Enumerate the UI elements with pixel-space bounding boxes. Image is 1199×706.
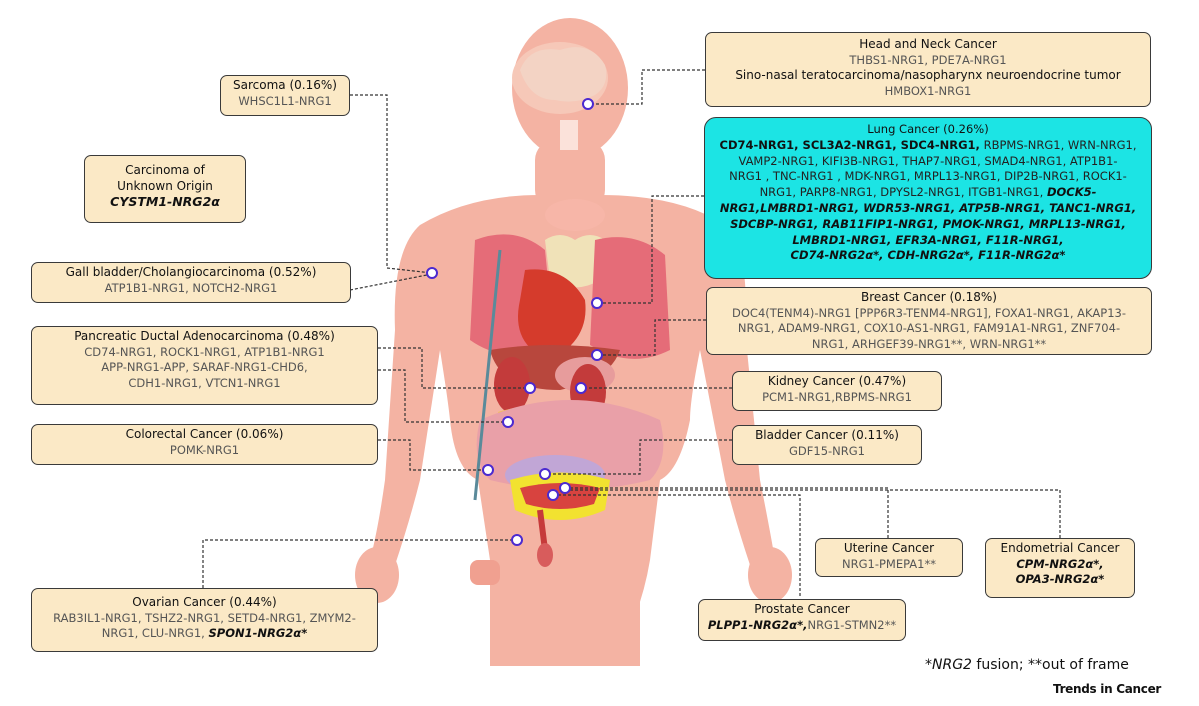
endometrial-fusion-2: OPA3-NRG2α* [1015, 572, 1105, 586]
lung-cancer-box: Lung Cancer (0.26%) CD74-NRG1, SCL3A2-NR… [704, 117, 1152, 279]
lung-line-4-plain: NRG1, PARP8-NRG1, DPYSL2-NRG1, ITGB1-NRG… [759, 185, 1047, 200]
organs [470, 42, 670, 585]
lung-line-4: NRG1, PARP8-NRG1, DPYSL2-NRG1, ITGB1-NRG… [710, 185, 1146, 201]
lung-line-2: VAMP2-NRG1, KIFI3B-NRG1, THAP7-NRG1, SMA… [738, 153, 1118, 168]
breast-fusions-3: NRG1, ARHGEF39-NRG1**, WRN-NRG1** [811, 336, 1047, 351]
head-neck-subtitle: Sino-nasal teratocarcinoma/nasopharynx n… [735, 68, 1121, 82]
gall-bladder-box: Gall bladder/Cholangiocarcinoma (0.52%) … [31, 262, 351, 303]
footnote-suffix: fusion; **out of frame [971, 657, 1129, 673]
ovarian-box: Ovarian Cancer (0.44%) RAB3IL1-NRG1, TSH… [31, 588, 378, 652]
lung-line-5: NRG1,LMBRD1-NRG1, WDR53-NRG1, ATP5B-NRG1… [719, 200, 1137, 215]
uterine-cancer-box: Uterine Cancer NRG1-PMEPA1** [815, 538, 963, 577]
ovarian-fusion-italic: SPON1-NRG2α* [208, 626, 308, 640]
bladder-title: Bladder Cancer (0.11%) [755, 428, 899, 442]
lung-line-8: CD74-NRG2α*, CDH-NRG2α*, F11R-NRG2α* [790, 248, 1066, 263]
lung-line-4-italic: DOCK5- [1046, 185, 1097, 200]
endometrial-fusion-1: CPM-NRG2α*, [1016, 556, 1104, 571]
sarcoma-fusions: WHSC1L1-NRG1 [238, 93, 332, 108]
colorectal-box: Colorectal Cancer (0.06%) POMK-NRG1 [31, 424, 378, 465]
head-neck-title: Head and Neck Cancer [859, 37, 997, 51]
unknown-origin-fusion: CYSTM1-NRG2α [110, 194, 220, 209]
sarcoma-box: Sarcoma (0.16%) WHSC1L1-NRG1 [220, 75, 350, 116]
head-neck-fusions-2: HMBOX1-NRG1 [884, 83, 972, 98]
footnote-prefix: * [925, 657, 932, 673]
lung-line-6: SDCBP-NRG1, RAB11FIP1-NRG1, PMOK-NRG1, M… [730, 216, 1126, 231]
pancreatic-box: Pancreatic Ductal Adenocarcinoma (0.48%)… [31, 326, 378, 405]
lung-title: Lung Cancer (0.26%) [867, 122, 989, 136]
prostate-title: Prostate Cancer [754, 602, 850, 616]
colorectal-fusions: POMK-NRG1 [169, 442, 240, 457]
colorectal-title: Colorectal Cancer (0.06%) [125, 427, 284, 441]
location-markers [426, 98, 603, 546]
head-neck-box: Head and Neck Cancer THBS1-NRG1, PDE7A-N… [705, 32, 1151, 107]
unknown-origin-title-2: Unknown Origin [117, 178, 213, 193]
gall-bladder-fusions: ATP1B1-NRG1, NOTCH2-NRG1 [104, 280, 278, 295]
ovarian-fusions-1: RAB3IL1-NRG1, TSHZ2-NRG1, SETD4-NRG1, ZM… [53, 610, 356, 625]
prostate-fusion-rest: NRG1-STMN2** [807, 617, 897, 632]
pancreatic-title: Pancreatic Ductal Adenocarcinoma (0.48%) [74, 329, 335, 343]
unknown-origin-title-1: Carcinoma of [125, 163, 205, 177]
breast-fusions-1: DOC4(TENM4)-NRG1 [PPP6R3-TENM4-NRG1], FO… [732, 305, 1126, 320]
ovarian-title: Ovarian Cancer (0.44%) [132, 595, 277, 609]
ovarian-fusions-2: NRG1, CLU-NRG1, SPON1-NRG2α* [37, 626, 372, 642]
kidney-fusions: PCM1-NRG1,RBPMS-NRG1 [762, 389, 912, 404]
head-neck-fusions-1: THBS1-NRG1, PDE7A-NRG1 [849, 52, 1007, 67]
footnote: *NRG2 fusion; **out of frame [925, 657, 1129, 673]
unknown-origin-box: Carcinoma of Unknown Origin CYSTM1-NRG2α [84, 155, 246, 223]
endometrial-cancer-box: Endometrial Cancer CPM-NRG2α*, OPA3-NRG2… [985, 538, 1135, 598]
prostate-fusion-italic: PLPP1-NRG2α*, [707, 617, 808, 632]
lung-line-1-bold: CD74-NRG1, SCL3A2-NRG1, SDC4-NRG1, [719, 137, 980, 152]
breast-cancer-box: Breast Cancer (0.18%) DOC4(TENM4)-NRG1 [… [706, 287, 1152, 355]
uterine-title: Uterine Cancer [843, 541, 935, 555]
endometrial-title: Endometrial Cancer [1000, 541, 1120, 555]
lung-line-1: CD74-NRG1, SCL3A2-NRG1, SDC4-NRG1, RBPMS… [710, 138, 1146, 154]
bladder-cancer-box: Bladder Cancer (0.11%) GDF15-NRG1 [732, 425, 922, 465]
pancreatic-fusions-1: CD74-NRG1, ROCK1-NRG1, ATP1B1-NRG1 [84, 344, 325, 359]
lung-line-3: NRG1 , TNC-NRG1 , MDK-NRG1, MRPL13-NRG1,… [729, 169, 1127, 184]
uterine-fusions: NRG1-PMEPA1** [842, 556, 936, 571]
pancreatic-fusions-3: CDH1-NRG1, VTCN1-NRG1 [128, 375, 281, 390]
kidney-title: Kidney Cancer (0.47%) [767, 374, 907, 388]
bladder-fusions: GDF15-NRG1 [789, 443, 865, 458]
ovarian-fusions-2-plain: NRG1, CLU-NRG1, [101, 626, 209, 640]
lung-line-7: LMBRD1-NRG1, EFR3A-NRG1, F11R-NRG1, [792, 232, 1064, 247]
sarcoma-title: Sarcoma (0.16%) [233, 78, 337, 92]
breast-title: Breast Cancer (0.18%) [861, 290, 997, 304]
kidney-cancer-box: Kidney Cancer (0.47%) PCM1-NRG1,RBPMS-NR… [732, 371, 942, 411]
journal-brand: Trends in Cancer [1053, 682, 1162, 696]
pancreatic-fusions-2: APP-NRG1-APP, SARAF-NRG1-CHD6, [101, 360, 308, 374]
lung-line-1-rest: RBPMS-NRG1, WRN-NRG1, [979, 137, 1137, 152]
footnote-italic: NRG2 [932, 657, 972, 673]
prostate-cancer-box: Prostate Cancer PLPP1-NRG2α*,NRG1-STMN2*… [698, 599, 906, 641]
gall-bladder-title: Gall bladder/Cholangiocarcinoma (0.52%) [65, 265, 317, 279]
prostate-fusions: PLPP1-NRG2α*,NRG1-STMN2** [704, 618, 900, 634]
breast-fusions-2: NRG1, ADAM9-NRG1, COX10-AS1-NRG1, FAM91A… [737, 321, 1121, 335]
